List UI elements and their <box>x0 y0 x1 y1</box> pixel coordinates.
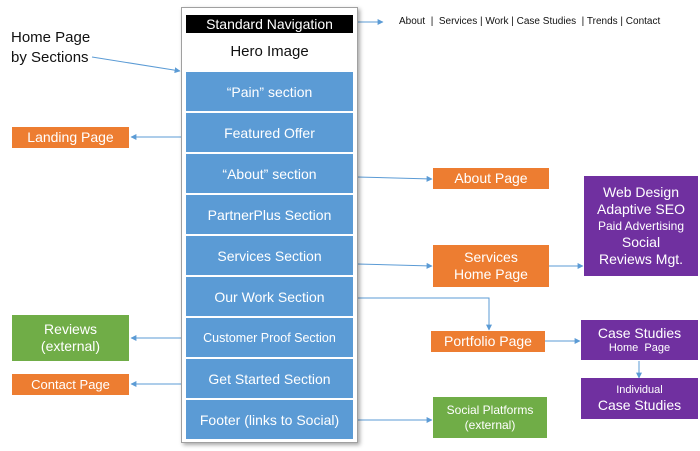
portfolio-page-label: Portfolio Page <box>444 333 532 350</box>
arrow-title-to-wireframe <box>91 56 181 74</box>
about-page-label: About Page <box>454 170 528 187</box>
section-customer-proof: Customer Proof Section <box>186 317 353 357</box>
case-studies-home-page-label: Home Page <box>608 341 671 354</box>
case-studies-label: Case Studies <box>597 325 682 341</box>
service-adaptive-seo: Adaptive SEO <box>597 201 685 217</box>
reviews-box: Reviews (external) <box>12 315 129 361</box>
services-label: Services <box>464 249 518 266</box>
arrow-to-about-page <box>356 175 433 182</box>
arrow-to-services-home <box>356 262 433 269</box>
home-page-wireframe: Standard Navigation Hero Image “Pain” se… <box>181 7 358 443</box>
contact-page-box: Contact Page <box>12 374 129 395</box>
reviews-external-label: (external) <box>40 338 101 354</box>
case-studies-home-box: Case Studies Home Page <box>581 320 698 360</box>
social-external-label: (external) <box>464 417 516 432</box>
services-home-page-label: Home Page <box>454 266 528 282</box>
service-reviews-mgt: Reviews Mgt. <box>598 251 684 267</box>
individual-case-studies-label: Case Studies <box>597 396 682 413</box>
reviews-label: Reviews <box>44 321 97 338</box>
nav-links-text: About | Services | Work | Case Studies |… <box>399 16 661 27</box>
home-page-label: Home Page by Sections <box>11 29 91 66</box>
service-social: Social <box>621 233 661 250</box>
section-footer: Footer (links to Social) <box>186 399 353 439</box>
standard-navigation-bar: Standard Navigation <box>186 15 353 33</box>
social-platforms-label: Social Platforms <box>446 403 534 418</box>
services-list-box: Web Design Adaptive SEO Paid Advertising… <box>584 176 698 276</box>
section-our-work: Our Work Section <box>186 276 353 316</box>
landing-page-box: Landing Page <box>12 127 129 148</box>
service-web-design: Web Design <box>602 183 679 200</box>
individual-label: Individual <box>616 383 663 396</box>
social-platforms-box: Social Platforms (external) <box>433 397 547 438</box>
section-partnerplus: PartnerPlus Section <box>186 194 353 234</box>
section-featured-offer: Featured Offer <box>186 112 353 152</box>
portfolio-page-box: Portfolio Page <box>431 331 545 352</box>
section-services: Services Section <box>186 235 353 275</box>
service-paid-advertising: Paid Advertising <box>597 218 685 233</box>
arrow-to-portfolio-page <box>357 297 492 331</box>
section-pain: “Pain” section <box>186 71 353 111</box>
section-about: “About” section <box>186 153 353 193</box>
contact-page-label: Contact Page <box>31 376 110 392</box>
individual-case-studies-box: Individual Case Studies <box>581 378 698 419</box>
landing-page-label: Landing Page <box>27 129 114 146</box>
hero-image-block: Hero Image <box>186 33 353 71</box>
section-get-started: Get Started Section <box>186 358 353 398</box>
services-home-page-box: Services Home Page <box>433 245 549 287</box>
about-page-box: About Page <box>433 168 549 189</box>
